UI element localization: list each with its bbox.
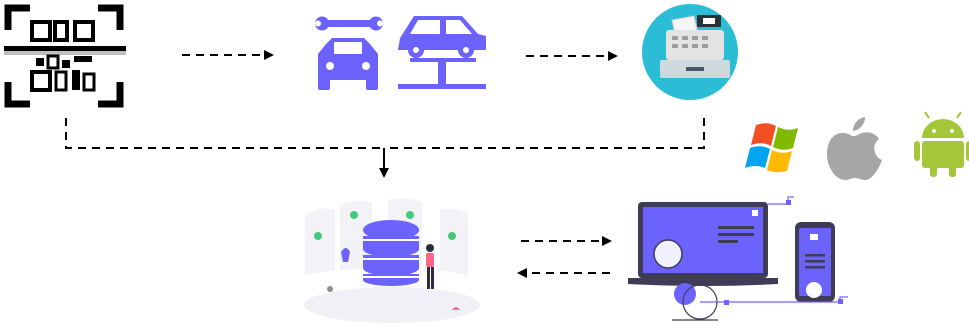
cash-register-icon: [642, 4, 738, 100]
line-register-to-merge: [384, 118, 705, 149]
android-logo-icon: [914, 111, 969, 177]
laptop-phone-icon: [628, 196, 848, 321]
line-qr-to-merge: [65, 118, 384, 149]
flow-connectors: [65, 50, 705, 278]
car-repair-icon: [315, 16, 383, 90]
database-server-icon: [304, 198, 480, 323]
car-lift-icon: [398, 16, 486, 89]
qr-scan-icon: [4, 4, 126, 108]
windows-logo-icon: [745, 123, 798, 173]
apple-logo-icon: [827, 117, 882, 180]
